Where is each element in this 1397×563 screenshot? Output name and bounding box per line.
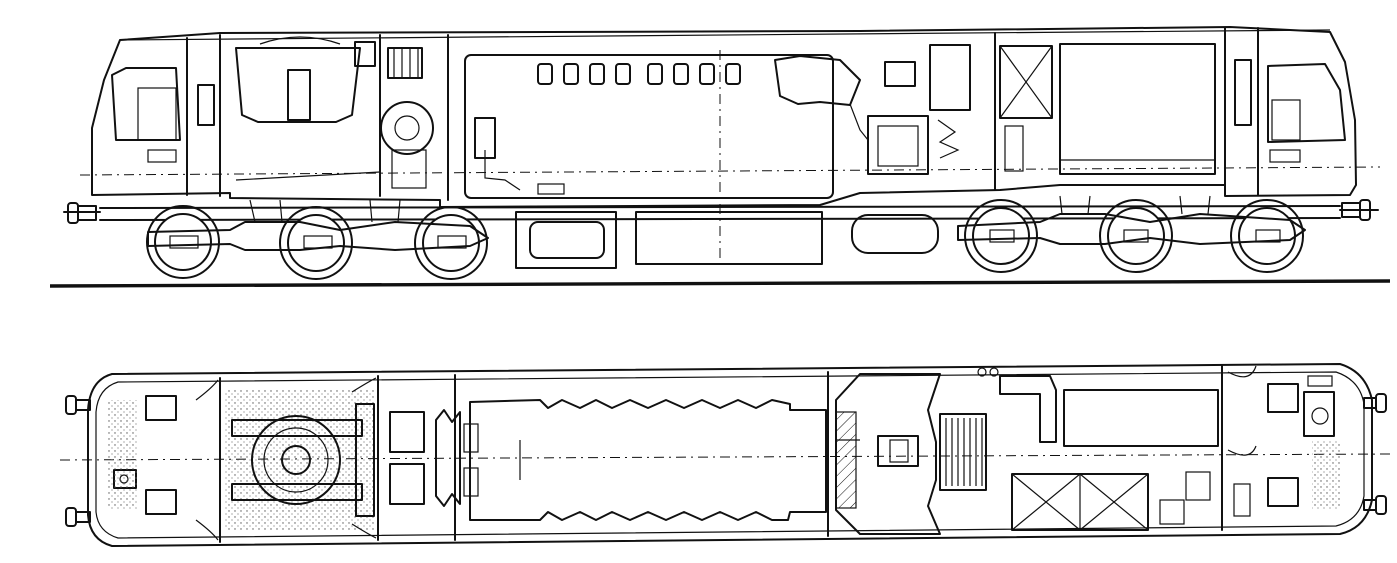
generator-plan [835,373,941,535]
cooling-fan [380,34,449,201]
engine-plan [469,371,829,537]
engine-cylinder-heads [537,63,741,85]
body-outline [91,26,1357,208]
right-cab [1224,27,1346,196]
plan-buffers [65,393,1387,527]
left-bogie [146,199,489,280]
side-elevation-view [49,26,1391,288]
auxiliary-equipment [929,32,1216,191]
right-cab-plan [1227,365,1340,517]
traction-equipment-plan [939,365,1223,531]
diesel-engine [464,54,861,199]
radiator-compartment [235,34,381,197]
left-cab [111,34,221,197]
right-bogie [957,195,1306,273]
plan-outline [87,363,1373,547]
left-cab-plan [108,377,221,543]
compressor-plan [389,374,479,541]
plan-view [59,363,1391,547]
main-generator [849,61,929,175]
fuel-tank [515,211,939,269]
rail-line [49,279,1391,288]
radiator-fan-plan [225,375,379,541]
side-buffers [67,199,1371,224]
